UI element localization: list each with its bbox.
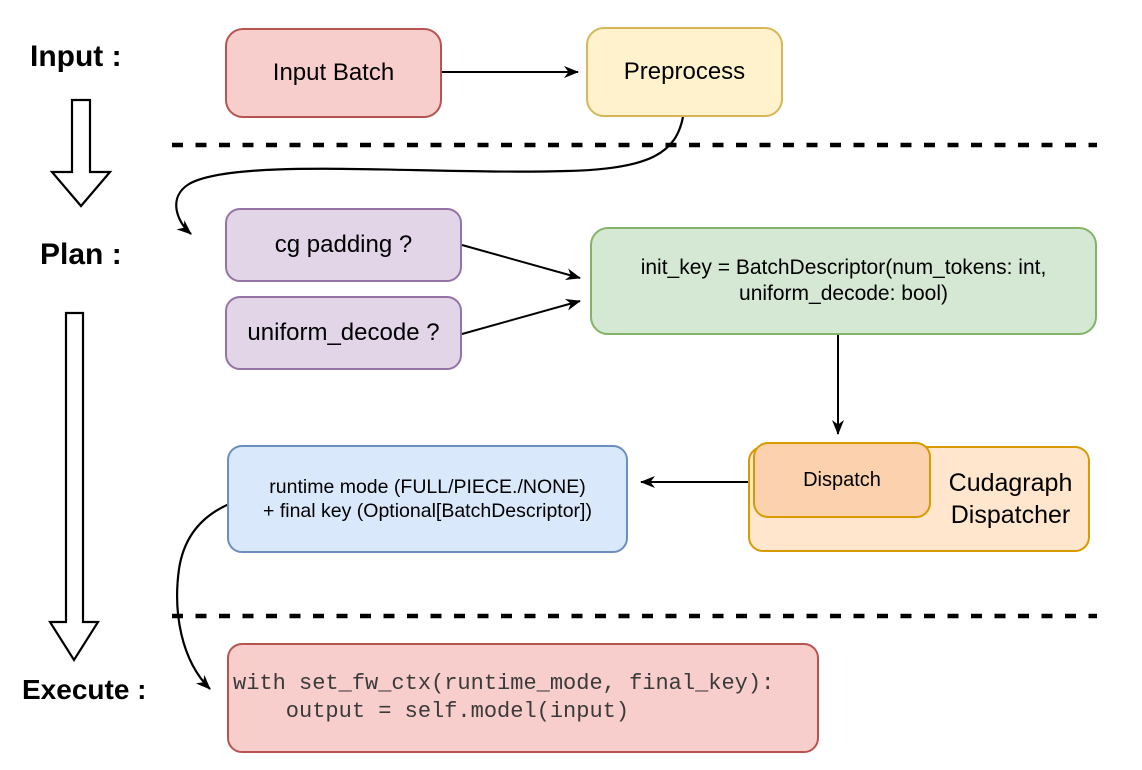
input-stage-label: Input : [30, 40, 122, 73]
dispatch-node: Dispatch [753, 442, 931, 518]
arrow-uniform-decode-to-init-key [461, 298, 581, 335]
input-batch-node: Input Batch [225, 28, 442, 118]
uniform-decode-label: uniform_decode ? [247, 319, 440, 346]
stage-arrow-input-to-plan-icon [49, 98, 113, 208]
cg-padding-label: cg padding ? [274, 231, 413, 258]
stage-arrow-plan-to-execute-icon [48, 311, 100, 663]
cudagraph-dispatcher-line1: Cudagraph [948, 468, 1073, 497]
uniform-decode-node: uniform_decode ? [225, 296, 462, 370]
plan-stage-label: Plan : [40, 238, 122, 271]
execute-code-node: with set_fw_ctx(runtime_mode, final_key)… [227, 643, 819, 753]
cudagraph-dispatcher-line2: Dispatcher [950, 501, 1071, 529]
arrow-cg-padding-to-init-key [461, 244, 581, 281]
init-key-line2: uniform_decode: bool) [739, 282, 948, 305]
dispatch-label: Dispatch [803, 468, 881, 491]
init-key-line1: init_key = BatchDescriptor(num_tokens: i… [640, 255, 1047, 279]
runtime-mode-line1: runtime mode (FULL/PIECE./NONE) [269, 475, 586, 498]
runtime-mode-node: runtime mode (FULL/PIECE./NONE) + final … [227, 445, 628, 553]
input-batch-label: Input Batch [272, 59, 395, 86]
init-key-node: init_key = BatchDescriptor(num_tokens: i… [590, 227, 1097, 335]
execute-code-line2: output = self.model(input) [233, 699, 630, 724]
preprocess-node: Preprocess [586, 27, 783, 117]
runtime-mode-line2: + final key (Optional[BatchDescriptor]) [263, 500, 592, 522]
cg-padding-node: cg padding ? [225, 208, 462, 282]
curve-preprocess-to-cg-padding [175, 116, 685, 235]
execute-stage-label: Execute : [22, 674, 147, 705]
preprocess-label: Preprocess [623, 58, 746, 85]
execute-code-line1: with set_fw_ctx(runtime_mode, final_key)… [233, 671, 775, 696]
cudagraph-dispatcher-title: Cudagraph Dispatcher [928, 458, 1093, 540]
curve-runtime-mode-to-execute-code [176, 497, 244, 690]
